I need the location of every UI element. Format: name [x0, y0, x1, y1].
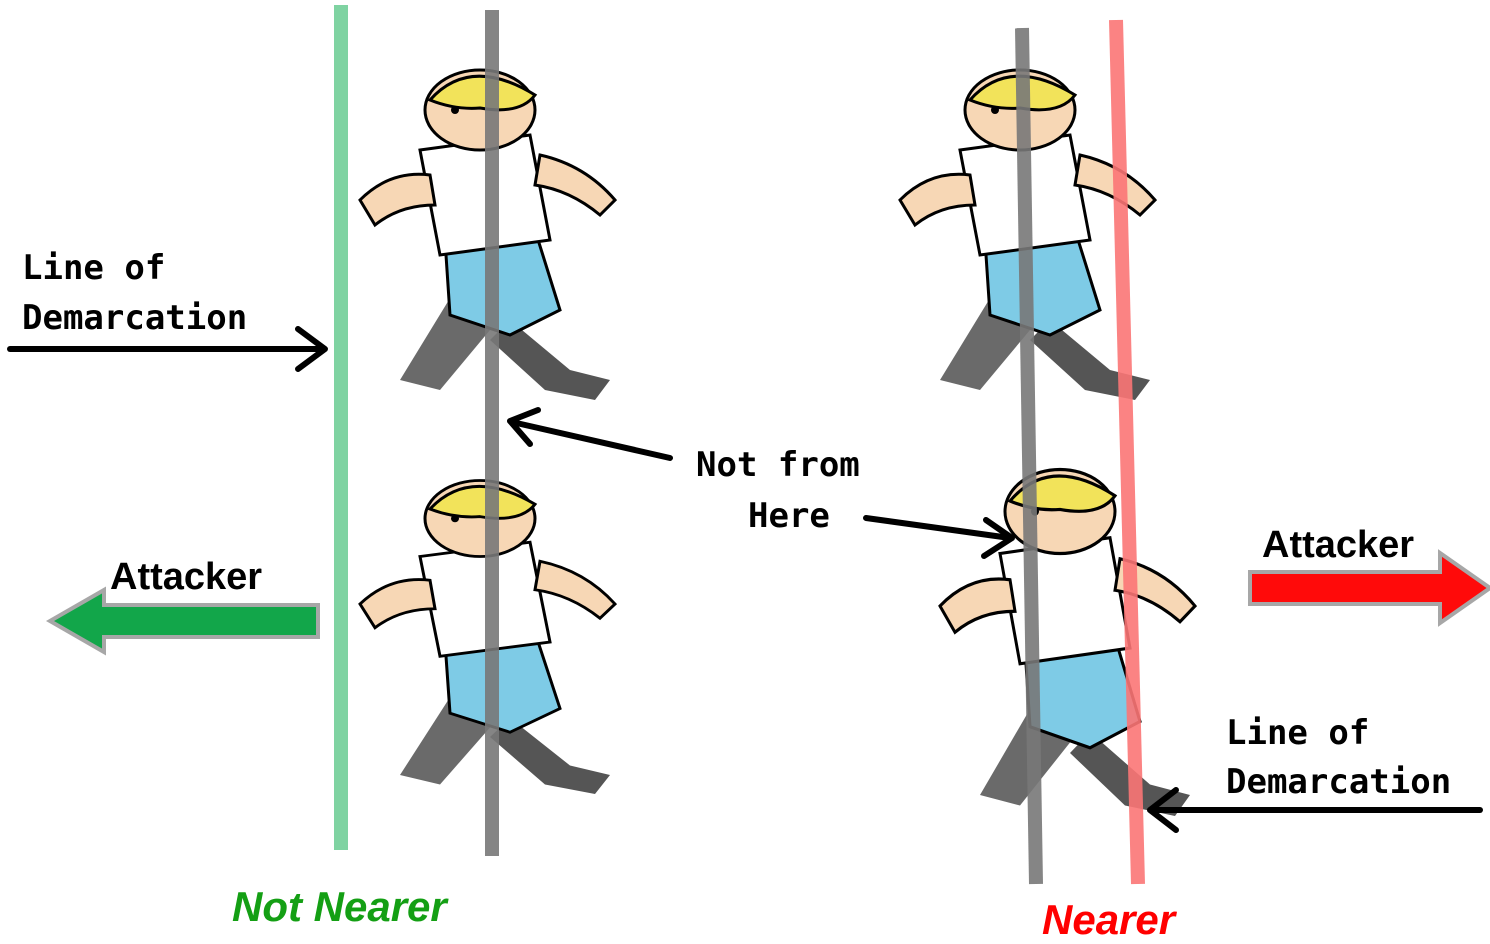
arrow-left-icon [1147, 787, 1483, 833]
right-middle-line [1015, 27, 1043, 885]
block-arrow-icon [1248, 549, 1490, 627]
not-nearer-caption: Not Nearer [232, 883, 447, 930]
arrow-right-icon [7, 326, 328, 372]
left-demarcation-label-line2: Demarcation [22, 298, 248, 338]
left-demarcation-label-line1: Line of [22, 248, 166, 288]
nearer-caption: Nearer [1042, 896, 1176, 943]
callout-line1: Not from [696, 445, 860, 485]
block-arrow-icon [45, 586, 320, 656]
callout-line2: Here [748, 496, 830, 536]
right-attacker-label: Attacker [1262, 524, 1415, 566]
arrow-right-icon [863, 515, 1015, 559]
right-demarcation-label-line1: Line of [1226, 713, 1370, 753]
left-attacker-label: Attacker [110, 556, 263, 598]
nearer-demarcation-line [1109, 19, 1145, 885]
arrow-left-icon [507, 407, 673, 461]
right-demarcation-label-line2: Demarcation [1226, 762, 1452, 802]
soccer-player-icon [938, 467, 1197, 818]
player-bottom-right [938, 467, 1197, 818]
